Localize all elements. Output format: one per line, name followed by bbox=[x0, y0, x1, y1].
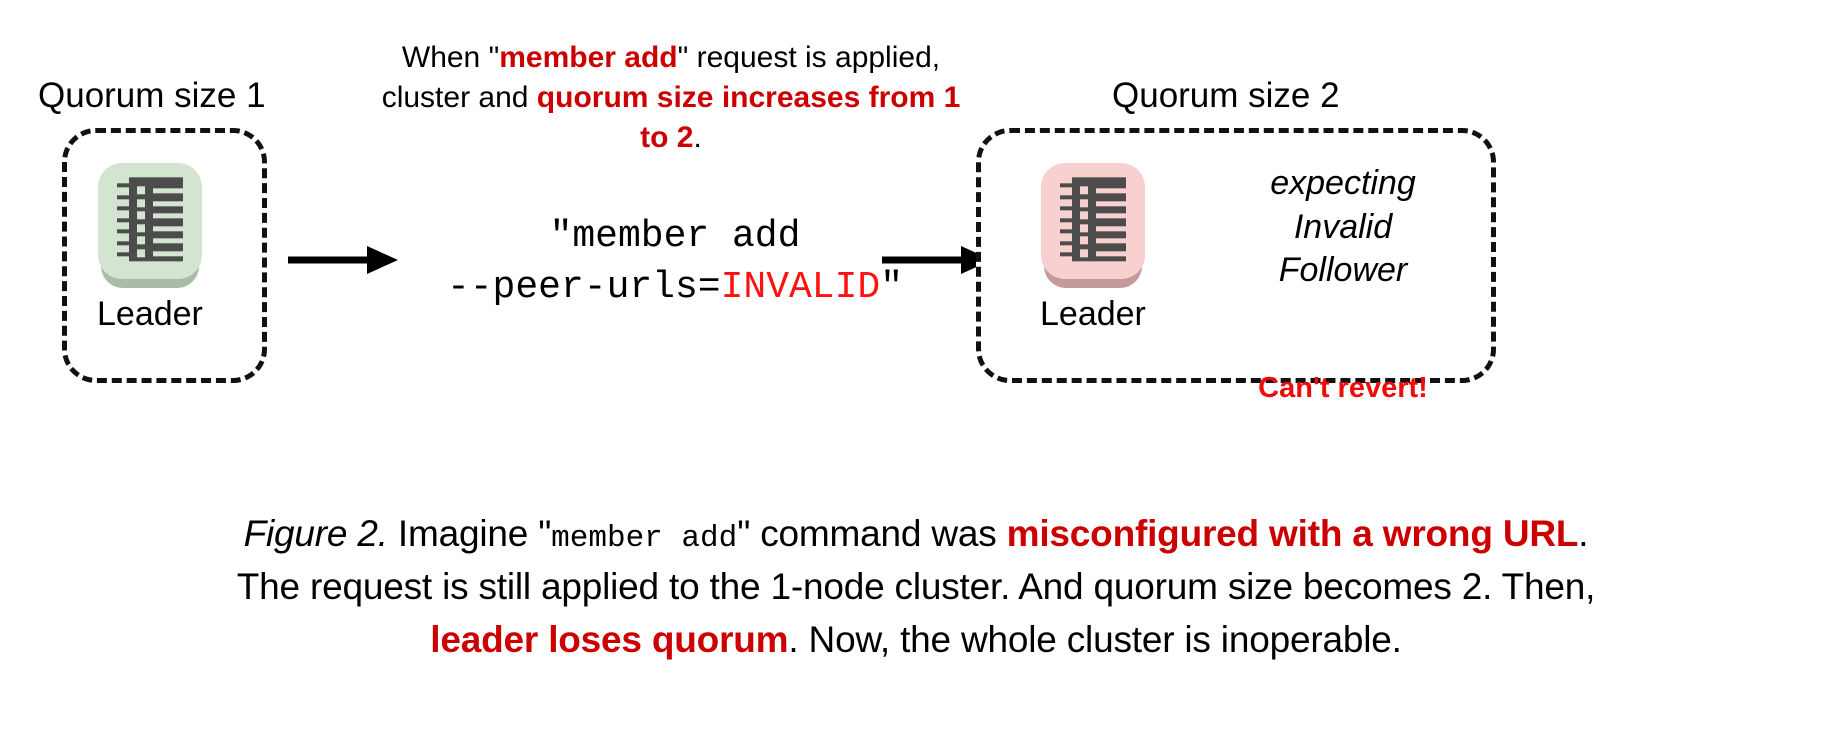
caption-mono-command: member add bbox=[551, 521, 738, 556]
server-tick bbox=[116, 240, 131, 245]
caption-highlight-leader-loses-quorum: leader loses quorum bbox=[430, 618, 789, 660]
caption-line-1: Figure 2. Imagine "member add" command w… bbox=[0, 508, 1832, 561]
server-tick bbox=[1059, 252, 1074, 257]
annotation-text-1: When " bbox=[401, 41, 500, 74]
server-row-bar bbox=[1095, 251, 1126, 257]
annotation-emphasis-quorum-increase: quorum size increases from 1 to 2 bbox=[536, 80, 961, 154]
server-tick bbox=[1059, 240, 1074, 245]
server-row-dot bbox=[1079, 236, 1088, 245]
right-node-tile-face bbox=[1040, 163, 1145, 279]
server-row-dot bbox=[136, 224, 145, 233]
caption-line-2: The request is still applied to the 1-no… bbox=[236, 566, 1596, 608]
caption-highlight-misconfigured: misconfigured with a wrong URL bbox=[1006, 513, 1579, 554]
server-tick bbox=[1059, 229, 1074, 234]
annotation-text-3: . bbox=[693, 120, 702, 154]
caption-text-d: . Now, the whole cluster is inoperable. bbox=[788, 618, 1402, 660]
server-icon bbox=[1059, 177, 1126, 262]
server-row-dot bbox=[1079, 224, 1088, 233]
left-cluster-title: Quorum size 1 bbox=[38, 76, 266, 115]
server-row-bar bbox=[152, 200, 183, 206]
server-tick bbox=[1059, 206, 1074, 211]
server-row-bar bbox=[1095, 200, 1126, 206]
figure-caption: Figure 2. Imagine "member add" command w… bbox=[0, 508, 1832, 666]
server-row-bar bbox=[1095, 188, 1126, 194]
expecting-follower-note: expecting Invalid Follower bbox=[1212, 162, 1474, 293]
caption-text-b: " command was bbox=[737, 513, 1007, 554]
command-line-2: --peer-urls=INVALID" bbox=[430, 263, 920, 314]
server-row-dot bbox=[136, 198, 145, 207]
server-row-dot bbox=[1079, 198, 1088, 207]
server-row-dot bbox=[1079, 249, 1088, 258]
server-row-bar bbox=[1095, 213, 1126, 219]
server-tick bbox=[116, 194, 131, 199]
right-cluster-title: Quorum size 2 bbox=[1112, 76, 1340, 115]
left-node-label: Leader bbox=[97, 295, 203, 333]
arrow-right-icon bbox=[288, 243, 398, 282]
server-row-dot bbox=[1079, 186, 1088, 195]
server-row-bar bbox=[152, 238, 183, 244]
command-invalid-value: INVALID bbox=[720, 265, 881, 309]
right-node-label: Leader bbox=[1040, 295, 1146, 333]
command-text: "member add --peer-urls=INVALID" bbox=[430, 212, 920, 313]
expecting-line-3: Follower bbox=[1278, 251, 1408, 290]
expecting-line-1: expecting bbox=[1270, 164, 1416, 202]
server-row-dot bbox=[136, 211, 145, 220]
server-row-dot bbox=[136, 249, 145, 258]
server-tick bbox=[116, 183, 131, 188]
server-row-dot bbox=[136, 236, 145, 245]
command-flag: --peer-urls= bbox=[446, 265, 721, 309]
right-node-tile bbox=[1040, 163, 1145, 288]
server-row-bar bbox=[1095, 226, 1126, 232]
server-row-bar bbox=[152, 213, 183, 219]
left-node-tile bbox=[97, 163, 202, 288]
caption-figure-label: Figure 2. bbox=[243, 513, 388, 554]
caption-text-a: Imagine " bbox=[387, 513, 552, 554]
command-line-1: "member add bbox=[549, 215, 801, 258]
cant-revert-warning: Can't revert! bbox=[1258, 372, 1428, 404]
top-annotation: When "member add" request is applied, cl… bbox=[381, 38, 961, 158]
server-row-bar bbox=[152, 251, 183, 257]
server-row-bar bbox=[152, 188, 183, 194]
command-closing-quote: " bbox=[880, 265, 904, 309]
server-row-dot bbox=[136, 186, 145, 195]
caption-text-c: . bbox=[1578, 513, 1589, 554]
server-tick bbox=[116, 252, 131, 257]
left-node-tile-face bbox=[97, 163, 202, 279]
server-row-dot bbox=[1079, 211, 1088, 220]
annotation-emphasis-member-add: member add bbox=[499, 41, 678, 74]
server-tick bbox=[1059, 194, 1074, 199]
server-tick bbox=[116, 217, 131, 222]
server-tick bbox=[116, 206, 131, 211]
server-tick bbox=[1059, 183, 1074, 188]
server-tick bbox=[116, 229, 131, 234]
server-tick bbox=[1059, 217, 1074, 222]
server-icon bbox=[116, 177, 183, 262]
left-leader-node: Leader bbox=[97, 163, 203, 331]
caption-line-3: leader loses quorum. Now, the whole clus… bbox=[0, 614, 1832, 667]
annotation-text-2: " request is applied, cluster and bbox=[381, 41, 941, 114]
server-row-bar bbox=[1095, 238, 1126, 244]
server-row-bar bbox=[152, 226, 183, 232]
right-leader-node: Leader bbox=[1040, 163, 1146, 331]
expecting-line-2: Invalid bbox=[1293, 207, 1393, 246]
